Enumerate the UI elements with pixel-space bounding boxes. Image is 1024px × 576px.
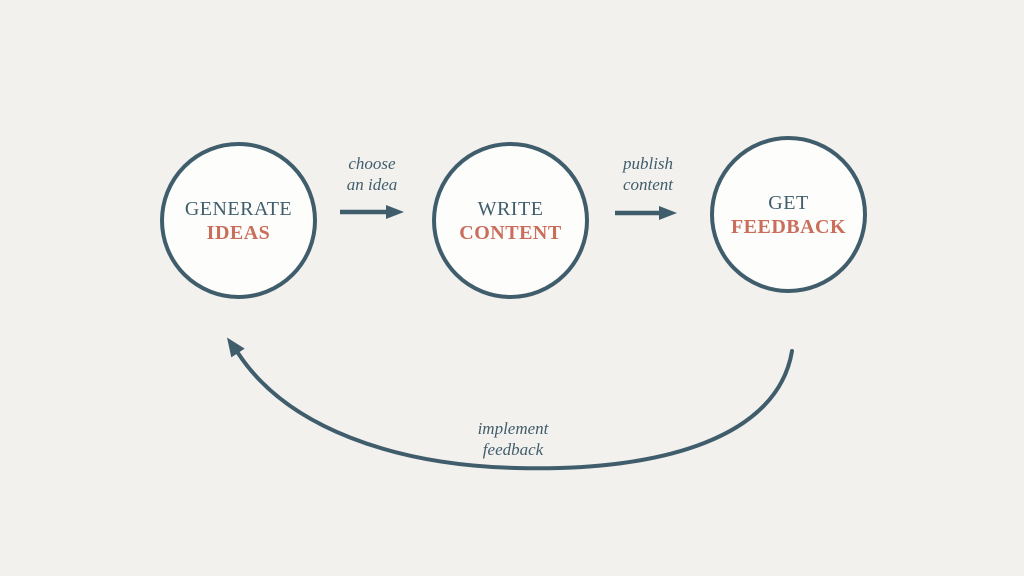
edge-label-publish-content: publish content	[588, 153, 708, 195]
flow-node-generate-ideas: GENERATE IDEAS	[160, 142, 317, 299]
edge-label-line: publish	[622, 154, 674, 173]
node-label-primary: GENERATE	[184, 197, 293, 220]
arrow-choose-an-idea	[340, 205, 404, 219]
edge-label-choose-an-idea: choose an idea	[312, 153, 432, 195]
node-label-accent: IDEAS	[206, 221, 271, 244]
edge-label-line: choose	[348, 154, 396, 173]
arrow-implement-feedback-loop	[227, 337, 794, 471]
node-label-accent: CONTENT	[459, 221, 562, 244]
flow-node-get-feedback: GET FEEDBACK	[710, 136, 867, 293]
edge-label-line: feedback	[482, 440, 544, 459]
arrow-publish-content	[615, 206, 677, 220]
node-label-accent: FEEDBACK	[730, 215, 847, 238]
edge-label-implement-feedback: implement feedback	[433, 418, 593, 460]
edge-label-line: implement	[477, 419, 549, 438]
flow-node-write-content: WRITE CONTENT	[432, 142, 589, 299]
edge-label-line: content	[622, 175, 674, 194]
node-label-primary: WRITE	[477, 197, 544, 220]
node-label-primary: GET	[768, 191, 809, 214]
edge-label-line: an idea	[346, 175, 398, 194]
